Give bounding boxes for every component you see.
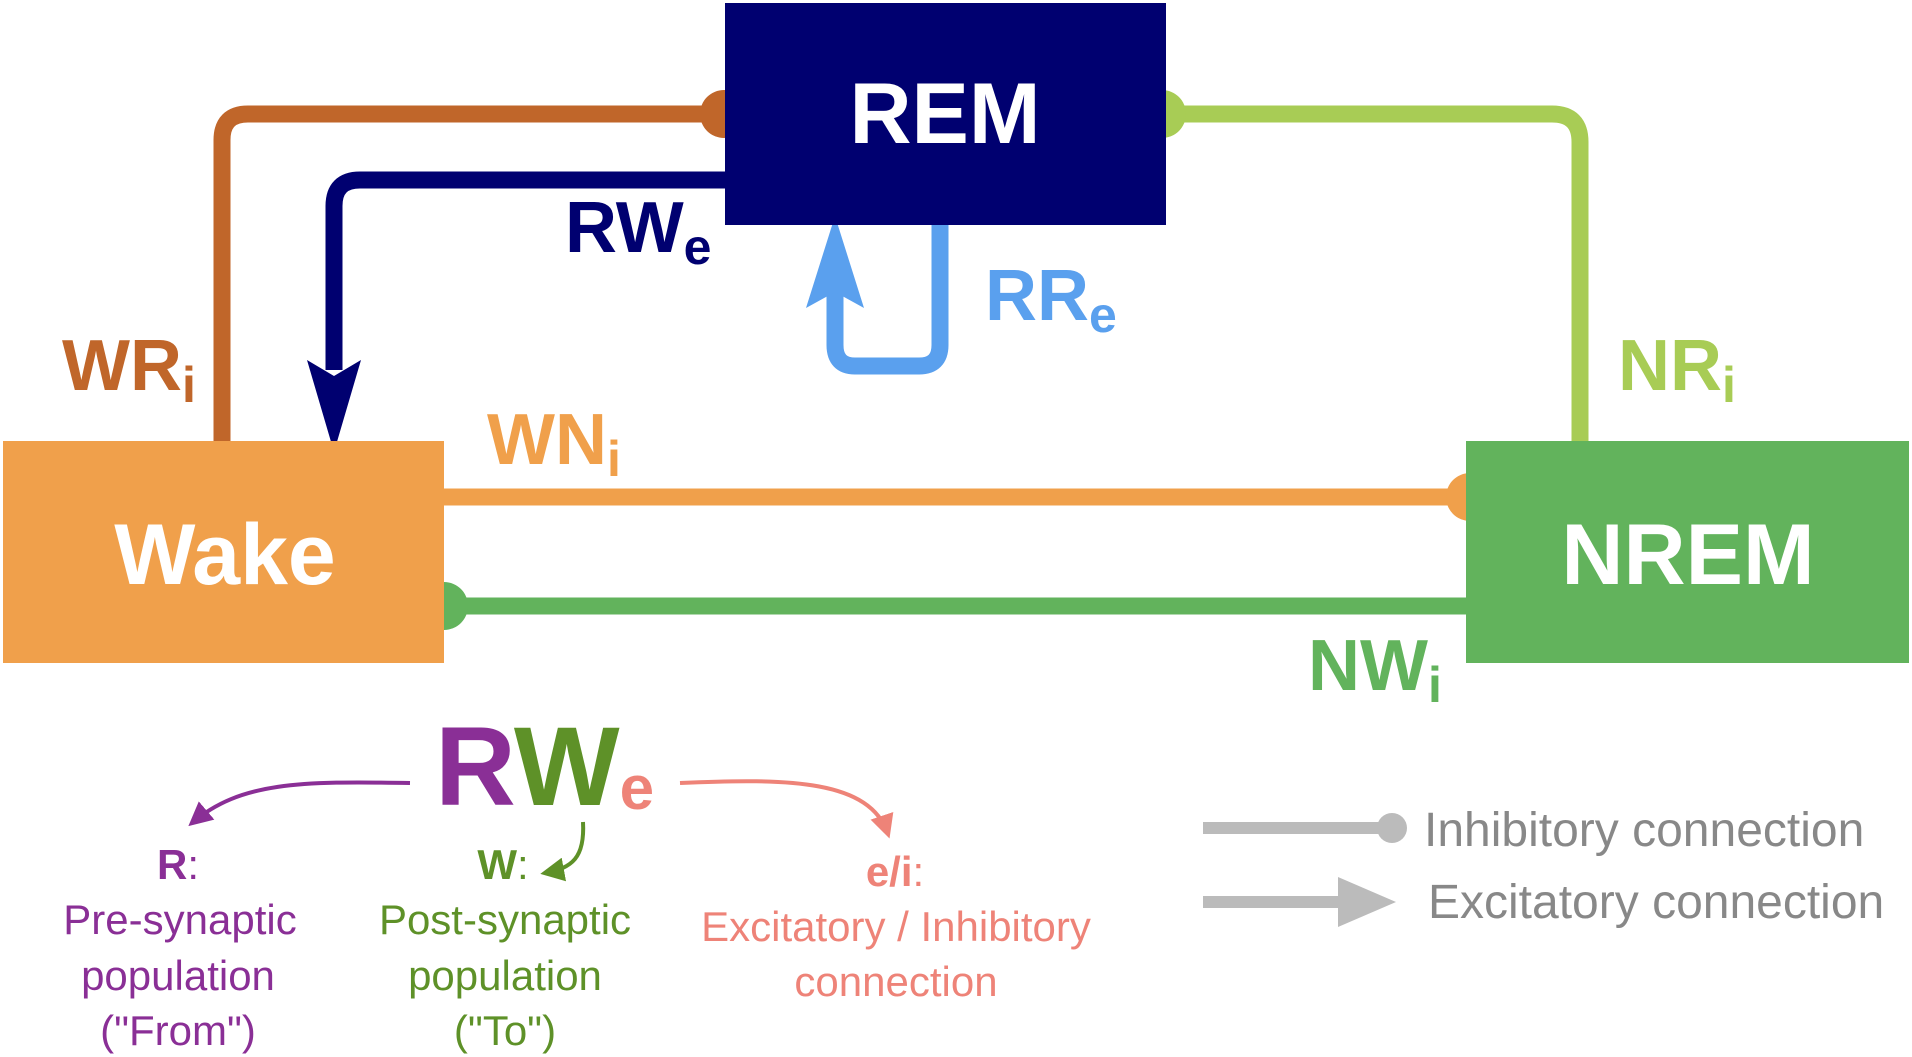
wake-box — [3, 441, 444, 663]
rem-box — [725, 3, 1166, 225]
label-wn: WNi — [487, 400, 621, 487]
connection-nr — [1138, 90, 1589, 442]
label-rw: RWe — [565, 188, 711, 275]
key-example-type: e — [620, 754, 654, 823]
nr-line — [1162, 105, 1589, 442]
key-type-line1: Excitatory / Inhibitory — [701, 903, 1091, 950]
key-pre-line3: ("From") — [100, 1007, 256, 1054]
connection-nw — [420, 582, 1470, 630]
connection-wn — [444, 473, 1494, 521]
key-example-post: W — [514, 704, 620, 829]
key-post-header: W: — [477, 841, 528, 888]
node-wake: Wake — [3, 441, 444, 663]
key-post-line1: Post-synaptic — [379, 896, 631, 943]
key-type-arrow — [679, 779, 894, 839]
legend-inhibitory-terminal — [1377, 813, 1407, 843]
key-pre-header: R: — [157, 841, 199, 888]
key-pre-line1: Pre-synaptic — [63, 896, 296, 943]
key-type-line2: connection — [794, 958, 997, 1005]
label-wr: WRi — [62, 326, 196, 413]
wake-label: Wake — [114, 507, 335, 603]
connection-rw — [307, 171, 725, 452]
rr-arrowhead — [806, 216, 864, 308]
rr-line — [826, 223, 949, 375]
rw-line — [325, 171, 725, 370]
legend-excitatory: Excitatory connection — [1203, 876, 1884, 929]
legend-inhibitory-label: Inhibitory connection — [1424, 804, 1864, 857]
nrem-box — [1466, 441, 1909, 663]
legend: Inhibitory connection Excitatory connect… — [1203, 804, 1884, 929]
legend-excitatory-arrowhead — [1338, 877, 1396, 927]
legend-inhibitory: Inhibitory connection — [1203, 804, 1864, 857]
key-example-pre: R — [435, 704, 514, 829]
key-post-line3: ("To") — [454, 1007, 556, 1054]
key-type-header: e/i: — [866, 848, 924, 895]
label-nr: NRi — [1618, 326, 1736, 413]
key-pre-arrow — [188, 780, 411, 827]
key-pre-line2: population — [81, 952, 275, 999]
node-rem: REM — [725, 3, 1166, 225]
naming-key: RWe R: Pre-synaptic population ("From") … — [63, 704, 1091, 1054]
label-rr: RRe — [985, 256, 1117, 343]
rem-label: REM — [849, 66, 1040, 162]
legend-excitatory-label: Excitatory connection — [1428, 876, 1884, 929]
label-nw: NWi — [1308, 626, 1442, 713]
nrem-label: NREM — [1561, 507, 1814, 603]
key-post-line2: population — [408, 952, 602, 999]
rw-arrowhead — [307, 360, 361, 452]
wr-line — [213, 105, 722, 442]
key-post-arrow — [540, 821, 586, 882]
connection-rr — [806, 216, 949, 375]
key-example: RWe — [435, 704, 654, 829]
node-nrem: NREM — [1466, 441, 1909, 663]
